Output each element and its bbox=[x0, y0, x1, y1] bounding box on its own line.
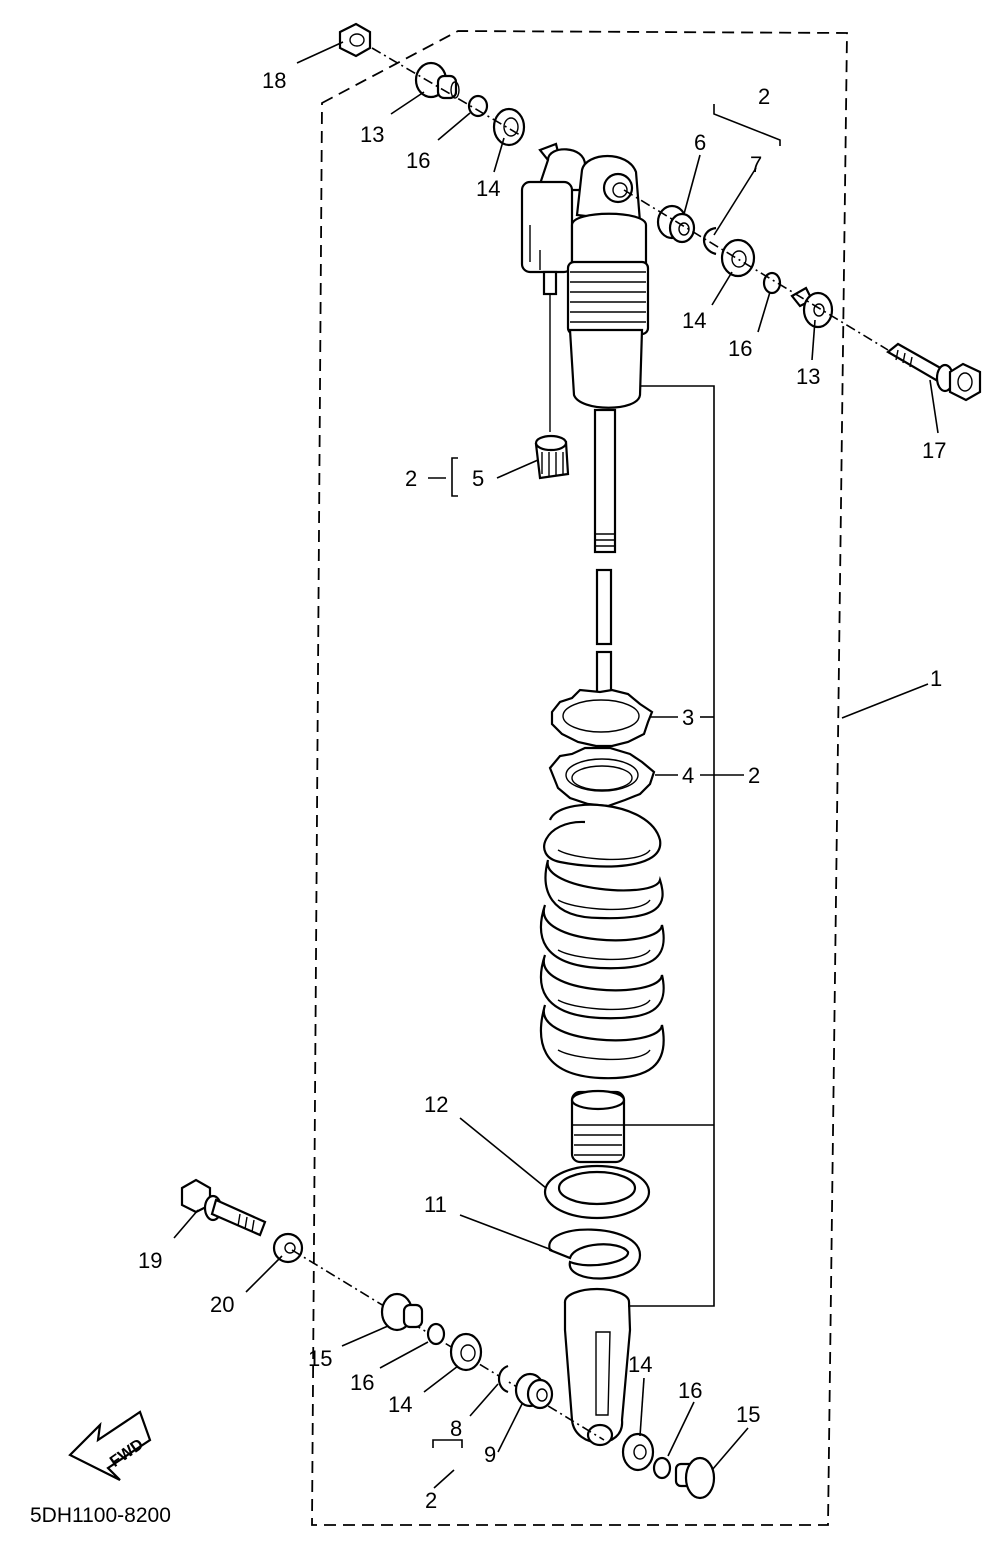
callout-18: 18 bbox=[262, 68, 286, 93]
part-12-spring-guide bbox=[543, 1164, 651, 1220]
part-17-bolt bbox=[886, 342, 982, 402]
callout-17: 17 bbox=[922, 438, 946, 463]
callout-16-bottom-right: 16 bbox=[678, 1378, 702, 1403]
part-3-locknut bbox=[550, 688, 654, 748]
callout-9: 9 bbox=[484, 1442, 496, 1467]
leader-lines bbox=[173, 41, 939, 1489]
part-20-washer bbox=[272, 1232, 304, 1264]
callout-13-right: 13 bbox=[796, 364, 820, 389]
callout-14-bottom-right: 14 bbox=[628, 1352, 652, 1377]
part-8-circlip bbox=[497, 1364, 509, 1394]
callout-19: 19 bbox=[138, 1248, 162, 1273]
callout-3: 3 bbox=[682, 705, 694, 730]
callout-14-bottom-left: 14 bbox=[388, 1392, 412, 1417]
callout-2-right: 2 bbox=[748, 763, 760, 788]
callout-11: 11 bbox=[424, 1192, 447, 1217]
part-13-collar-top bbox=[414, 61, 460, 100]
callout-2-top: 2 bbox=[758, 84, 770, 109]
part-4-adjuster-nut bbox=[548, 746, 656, 808]
part-14-seal-bottom-right bbox=[621, 1432, 655, 1472]
callout-14-right: 14 bbox=[682, 308, 706, 333]
callout-5: 5 bbox=[472, 466, 484, 491]
callout-16-right: 16 bbox=[728, 336, 752, 361]
reservoir-tank bbox=[520, 142, 587, 432]
part-5-adjuster-cap bbox=[534, 434, 570, 480]
part-6-bushing bbox=[656, 204, 696, 244]
part-11-stopper bbox=[548, 1228, 642, 1280]
part-15-collar-left bbox=[380, 1292, 424, 1332]
callout-15-right: 15 bbox=[736, 1402, 760, 1427]
part-15-collar-right bbox=[674, 1456, 716, 1500]
callout-6: 6 bbox=[694, 130, 706, 155]
part-16-oring-top bbox=[467, 94, 489, 118]
part-14-seal-right bbox=[720, 238, 756, 278]
callout-labels: 18 13 16 14 2 6 7 14 16 13 17 2 5 1 3 4 … bbox=[138, 68, 946, 1513]
diagram-code: 5DH1100-8200 bbox=[30, 1504, 171, 1527]
lower-clevis bbox=[563, 1287, 632, 1447]
callout-20: 20 bbox=[210, 1292, 234, 1317]
axis-lower-mount bbox=[291, 1249, 605, 1441]
callout-13-top: 13 bbox=[360, 122, 384, 147]
part-7-circlip bbox=[702, 226, 717, 256]
axis-top-mount bbox=[371, 47, 521, 136]
callout-4: 4 bbox=[682, 763, 694, 788]
callout-16-top: 16 bbox=[406, 148, 430, 173]
coil-spring bbox=[539, 803, 665, 1080]
part-16-oring-bottom-left bbox=[426, 1322, 446, 1346]
callout-16-bottom-left: 16 bbox=[350, 1370, 374, 1395]
callout-15-left: 15 bbox=[308, 1346, 332, 1371]
part-19-bolt bbox=[180, 1178, 267, 1237]
part-18-nut bbox=[338, 22, 372, 58]
callout-1: 1 bbox=[930, 666, 942, 691]
callout-7: 7 bbox=[750, 152, 762, 177]
bump-rubber bbox=[570, 1089, 626, 1164]
part-14-seal-top bbox=[492, 107, 526, 147]
part-13-collar-right bbox=[790, 286, 834, 329]
callout-2-left: 2 bbox=[405, 466, 417, 491]
part-9-bushing bbox=[514, 1372, 554, 1410]
part-16-oring-bottom-right bbox=[652, 1456, 672, 1480]
axis-top-right bbox=[623, 189, 889, 351]
fwd-arrow: FWD bbox=[68, 1410, 152, 1481]
callout-14-top: 14 bbox=[476, 176, 500, 201]
callout-8: 8 bbox=[450, 1416, 462, 1441]
callout-2-bottom: 2 bbox=[425, 1488, 437, 1513]
part-14-seal-bottom-left bbox=[449, 1332, 483, 1372]
shock-body bbox=[566, 154, 650, 714]
callout-12: 12 bbox=[424, 1092, 448, 1117]
